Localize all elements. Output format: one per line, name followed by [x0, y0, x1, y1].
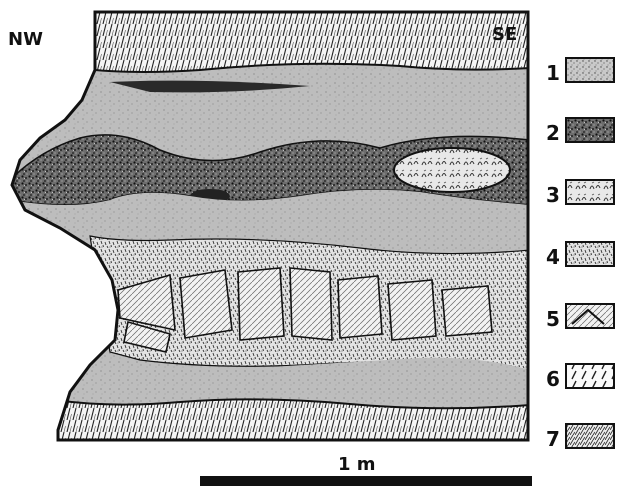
- legend-swatch-4: [566, 242, 614, 266]
- legend-number-3: 3: [546, 183, 560, 207]
- legend-swatch-6: [566, 364, 614, 388]
- legend: 1 2 3 4 5 6 7: [546, 58, 614, 451]
- legend-item-5: 5: [546, 304, 614, 331]
- legend-item-7: 7: [546, 424, 614, 451]
- legend-number-5: 5: [546, 307, 560, 331]
- scale-bar-label: 1 m: [338, 454, 376, 475]
- orientation-right-label: SE: [492, 24, 517, 45]
- legend-number-4: 4: [546, 245, 560, 269]
- scale-bar-line: [200, 476, 532, 486]
- legend-number-1: 1: [546, 61, 560, 85]
- scale-bar: 1 m: [200, 454, 532, 486]
- legend-item-2: 2: [546, 118, 614, 145]
- legend-swatch-5: [566, 304, 614, 328]
- orientation-left-label: NW: [8, 29, 43, 50]
- legend-swatch-3: [566, 180, 614, 204]
- legend-number-2: 2: [546, 121, 560, 145]
- legend-swatch-7: [566, 424, 614, 448]
- legend-item-3: 3: [546, 180, 614, 207]
- legend-swatch-2: [566, 118, 614, 142]
- legend-item-4: 4: [546, 242, 614, 269]
- light-lens-inclusion: [394, 148, 510, 192]
- top-host-rock: [90, 12, 530, 72]
- legend-number-7: 7: [546, 427, 560, 451]
- legend-item-1: 1: [546, 58, 614, 85]
- legend-swatch-1: [566, 58, 614, 82]
- legend-number-6: 6: [546, 367, 560, 391]
- legend-item-6: 6: [546, 364, 614, 391]
